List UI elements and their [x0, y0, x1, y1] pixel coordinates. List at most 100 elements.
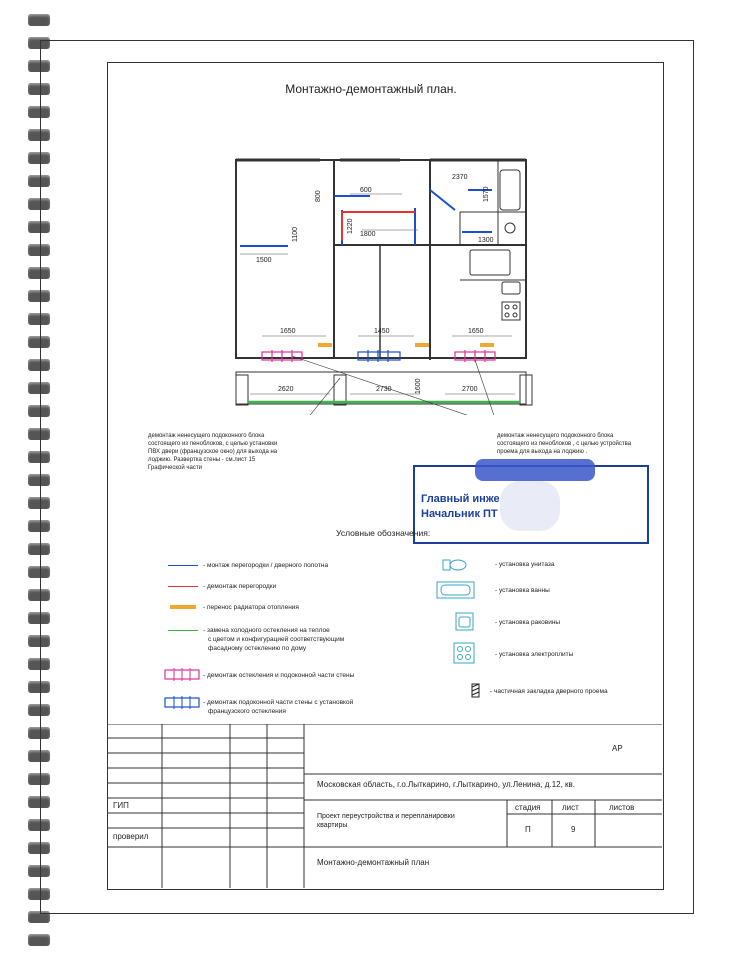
binding-ring [28, 773, 50, 785]
binding-ring [28, 267, 50, 279]
checked-label: проверил [113, 832, 149, 841]
stage-value: П [525, 825, 531, 834]
stamp-smudge-2 [500, 481, 560, 531]
legend-title: Условные обозначения: [336, 528, 431, 538]
binding-ring [28, 313, 50, 325]
dim-1220: 1220 [347, 218, 354, 234]
dim-1600: 1600 [415, 378, 422, 394]
legend-item-sill-demolish: - демонтаж остекления и подоконной части… [203, 672, 355, 679]
binding-ring [28, 129, 50, 141]
binding-ring [28, 750, 50, 762]
dim-1300: 1300 [478, 237, 494, 244]
page-title: Монтажно-демонтажный план. [285, 82, 457, 96]
binding-ring [28, 405, 50, 417]
binding-ring [28, 888, 50, 900]
dim-1570: 1570 [483, 186, 490, 202]
note-right: демонтаж ненесущего подоконного блока со… [497, 433, 632, 455]
binding-ring [28, 359, 50, 371]
dim-1650-left: 1650 [280, 328, 296, 335]
sheet-title: Монтажно-демонтажный план [317, 858, 430, 867]
project-name: Проект переустройства и перепланировки к… [317, 813, 455, 829]
stove-icon [453, 642, 475, 664]
dim-1500: 1500 [256, 257, 272, 264]
binding-ring [28, 106, 50, 118]
binding-ring [28, 198, 50, 210]
binding-ring [28, 704, 50, 716]
spiral-binding [28, 0, 50, 960]
sheets-header: листов [609, 803, 635, 812]
note-left: демонтаж ненесущего подоконного блока со… [148, 433, 278, 471]
binding-ring [28, 83, 50, 95]
dim-2620: 2620 [278, 386, 294, 393]
binding-ring [28, 612, 50, 624]
title-block: АР Московская область, г.о.Лыткарино, г.… [107, 724, 662, 888]
legend-item-radiator: - перенос радиатора отопления [203, 604, 299, 611]
legend-item-toilet: - установка унитаза [495, 561, 555, 568]
dim-2700: 2700 [462, 386, 478, 393]
binding-ring [28, 221, 50, 233]
binding-ring [28, 911, 50, 923]
doc-code: АР [612, 744, 623, 753]
binding-ring [28, 566, 50, 578]
dim-600: 600 [360, 187, 372, 194]
bathtub-icon [436, 581, 475, 599]
binding-ring [28, 244, 50, 256]
binding-ring [28, 497, 50, 509]
legend-item-door-infill: - частичная закладка дверного проема [490, 688, 608, 695]
legend-item-glazing: - замена холодного остекления на теплое … [203, 627, 345, 652]
binding-ring [28, 428, 50, 440]
stage-header: стадия [515, 803, 541, 812]
toilet-icon [442, 559, 467, 571]
binding-ring [28, 865, 50, 877]
approval-stamp: Главный инже Начальник ПТ [413, 459, 649, 544]
legend-swatch-blue-hatch [164, 696, 200, 709]
binding-ring [28, 681, 50, 693]
binding-ring [28, 819, 50, 831]
stamp-line-1: Главный инже [421, 493, 500, 505]
binding-ring [28, 543, 50, 555]
sheet-value: 9 [571, 825, 576, 834]
binding-ring [28, 14, 50, 26]
legend-swatch-red [168, 586, 198, 587]
legend-item-partition-install: - монтаж перегородки / дверного полотна [203, 562, 329, 569]
binding-ring [28, 290, 50, 302]
legend-swatch-pink [164, 668, 200, 681]
legend-item-partition-demolish: - демонтаж перегородки [203, 583, 277, 590]
binding-ring [28, 382, 50, 394]
binding-ring [28, 520, 50, 532]
stamp-smudge [475, 459, 595, 481]
dim-800: 800 [315, 190, 322, 202]
dim-1650-right: 1650 [468, 328, 484, 335]
legend-item-stove: - установка электроплиты [495, 651, 574, 658]
binding-ring [28, 60, 50, 72]
outer-frame [40, 40, 694, 914]
dim-2370: 2370 [452, 174, 468, 181]
legend-item-sink: - установка раковины [495, 619, 561, 626]
legend-swatch-green [168, 630, 198, 631]
address: Московская область, г.о.Лыткарино, г.Лыт… [317, 780, 576, 789]
legend-item-bathtub: - установка ванны [495, 587, 550, 594]
binding-ring [28, 474, 50, 486]
floor-plan: 2370 1570 600 800 1220 1800 1300 1100 15… [235, 158, 533, 415]
binding-ring [28, 796, 50, 808]
binding-ring [28, 934, 50, 946]
title-block-grid [107, 724, 662, 888]
legend-item-french-window: - демонтаж подоконной части стены с уста… [203, 699, 354, 715]
binding-ring [28, 842, 50, 854]
door-infill-icon [471, 683, 480, 698]
dim-1450: 1450 [374, 328, 390, 335]
binding-ring [28, 589, 50, 601]
binding-ring [28, 451, 50, 463]
legend-swatch-orange [170, 605, 196, 609]
dim-1800: 1800 [360, 231, 376, 238]
binding-ring [28, 635, 50, 647]
dim-1100: 1100 [292, 227, 299, 242]
gip-label: ГИП [113, 801, 129, 810]
binding-ring [28, 658, 50, 670]
binding-ring [28, 336, 50, 348]
binding-ring [28, 175, 50, 187]
binding-ring [28, 152, 50, 164]
legend-swatch-blue [168, 565, 198, 566]
dim-2730: 2730 [376, 386, 392, 393]
stamp-line-2: Начальник ПТ [421, 508, 498, 520]
